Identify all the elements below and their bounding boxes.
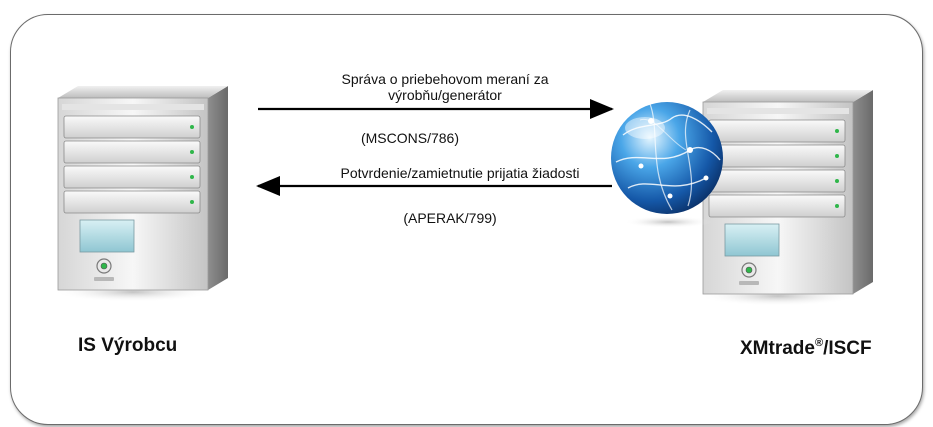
right-server-icon [697,89,874,307]
outgoing-message-line1: Správa o priebehovom meraní za [341,71,549,87]
incoming-message-text: Potvrdenie/zamietnutie prijatia žiadosti [340,165,580,181]
registered-mark: ® [814,337,824,349]
incoming-message-code: (APERAK/799) [403,210,497,226]
left-node-label: IS Výrobcu [78,335,178,356]
globe-icon [611,102,723,228]
right-node-label: XMtrade®/ISCF [740,337,872,360]
right-node-label-suffix: /ISCF [823,338,872,359]
left-server-icon [52,85,229,303]
right-node-label-main: XMtrade [740,338,815,359]
outgoing-message-line2: výrobňu/generátor [388,87,502,103]
outgoing-message-text: Správa o priebehovom meraní za výrobňu/g… [280,71,610,103]
outgoing-message-code: (MSCONS/786) [360,130,460,146]
